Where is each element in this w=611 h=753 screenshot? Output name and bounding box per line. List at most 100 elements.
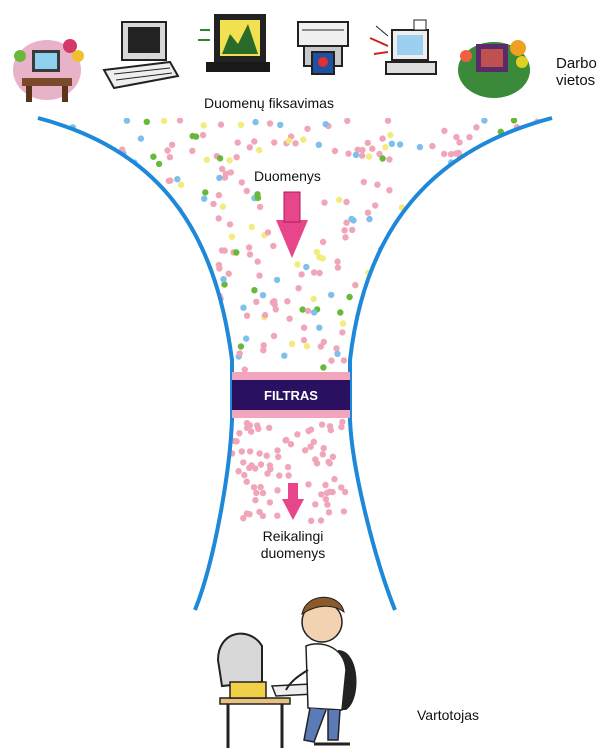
- data-dot: [435, 293, 441, 299]
- data-dot: [87, 276, 93, 282]
- data-dot: [521, 174, 527, 180]
- data-dot: [420, 361, 426, 367]
- data-dot: [167, 177, 173, 183]
- data-dot: [74, 157, 80, 163]
- data-dot: [55, 362, 61, 368]
- data-dot: [382, 315, 388, 321]
- data-dot: [311, 296, 317, 302]
- data-dot: [303, 264, 309, 270]
- data-dot: [500, 285, 506, 291]
- data-dot: [252, 119, 258, 125]
- data-dot: [256, 272, 262, 278]
- filtered-dot: [314, 460, 320, 466]
- data-dot: [39, 272, 45, 278]
- data-dot: [218, 121, 224, 127]
- data-dot: [345, 151, 351, 157]
- data-dot: [513, 146, 519, 152]
- data-dot: [422, 233, 428, 239]
- data-dot: [242, 366, 248, 372]
- data-dot: [409, 231, 415, 237]
- filtered-dot: [285, 464, 291, 470]
- data-dot: [332, 148, 338, 154]
- data-dot: [530, 177, 536, 183]
- data-dot: [180, 349, 186, 355]
- data-dot: [216, 265, 222, 271]
- filtered-dot: [264, 470, 270, 476]
- data-dot: [304, 126, 310, 132]
- data-dot: [161, 118, 167, 124]
- data-dot: [181, 248, 187, 254]
- data-dot: [486, 236, 492, 242]
- data-dot: [397, 354, 403, 360]
- filter-label: FILTRAS: [264, 388, 318, 403]
- filtered-dot: [264, 453, 270, 459]
- data-dot: [551, 236, 557, 242]
- data-dot: [49, 174, 55, 180]
- data-dot: [408, 226, 414, 232]
- data-dot: [511, 117, 517, 123]
- data-dot: [126, 309, 132, 315]
- data-label: Duomenys: [254, 168, 321, 185]
- filtered-dot: [260, 490, 266, 496]
- data-dot: [428, 343, 434, 349]
- data-dot: [458, 304, 464, 310]
- data-dot: [517, 354, 523, 360]
- data-dot: [451, 301, 457, 307]
- data-dot: [139, 350, 145, 356]
- data-dot: [404, 362, 410, 368]
- data-dot: [219, 166, 225, 172]
- workstations-label: Darbo vietos: [556, 55, 597, 89]
- filtered-dot: [254, 422, 260, 428]
- data-dot: [328, 292, 334, 298]
- data-dot: [244, 313, 250, 319]
- data-dot: [91, 289, 97, 295]
- needed-data-arrow-icon: [282, 483, 304, 520]
- filtered-dot: [302, 447, 308, 453]
- data-dot: [402, 314, 408, 320]
- data-dot: [469, 242, 475, 248]
- data-dot: [157, 244, 163, 250]
- data-dot: [496, 297, 502, 303]
- data-dot: [295, 285, 301, 291]
- data-dot: [112, 170, 118, 176]
- data-dot: [93, 241, 99, 247]
- data-dot: [52, 241, 58, 247]
- filtered-dot: [324, 501, 330, 507]
- data-dot: [328, 357, 334, 363]
- data-dot: [456, 139, 462, 145]
- filtered-dot: [325, 459, 331, 465]
- data-dot: [534, 198, 540, 204]
- data-dot: [410, 315, 416, 321]
- data-dot: [365, 140, 371, 146]
- data-dot: [229, 234, 235, 240]
- data-dot: [105, 184, 111, 190]
- data-dot: [255, 258, 261, 264]
- data-dot: [167, 154, 173, 160]
- monitor-chart-icon: [198, 14, 270, 72]
- data-dot: [485, 259, 491, 265]
- data-dot: [102, 347, 108, 353]
- data-dot: [41, 165, 47, 171]
- data-dot: [128, 334, 134, 340]
- data-dot: [333, 345, 339, 351]
- data-dot: [518, 352, 524, 358]
- filtered-dot: [252, 465, 258, 471]
- data-dot: [138, 135, 144, 141]
- data-dot: [124, 118, 130, 124]
- printer-icon: [298, 22, 348, 74]
- data-dot: [542, 188, 548, 194]
- data-dot: [67, 337, 73, 343]
- data-dot: [238, 122, 244, 128]
- data-dot: [114, 337, 120, 343]
- data-dot: [446, 203, 452, 209]
- data-dot: [156, 324, 162, 330]
- data-dot: [289, 341, 295, 347]
- data-dot: [91, 234, 97, 240]
- data-dot: [474, 266, 480, 272]
- data-dot: [496, 209, 502, 215]
- data-dot: [135, 358, 141, 364]
- data-dot: [501, 177, 507, 183]
- data-dot: [53, 351, 59, 357]
- data-dot: [286, 316, 292, 322]
- data-dot: [209, 365, 215, 371]
